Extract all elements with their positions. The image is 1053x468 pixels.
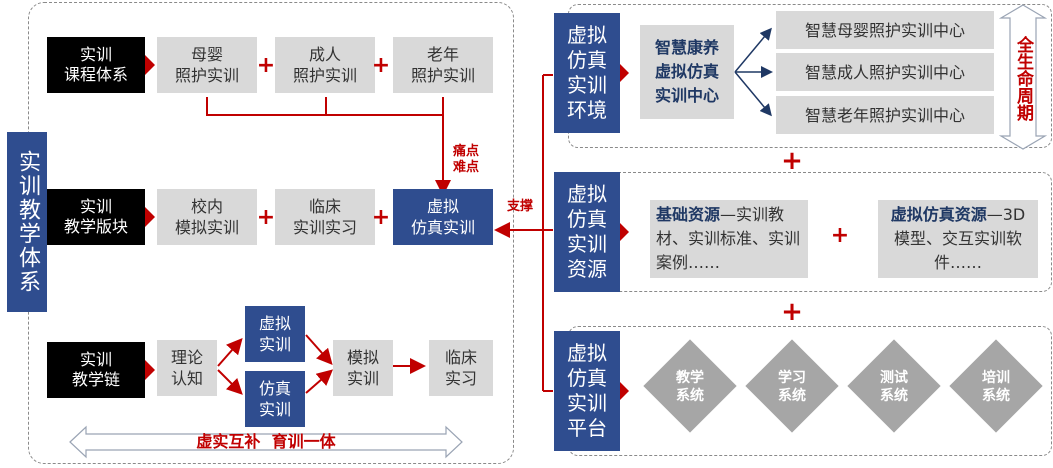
bottom-banner-text: 虚实互补 育训一体 — [196, 432, 336, 451]
env-center-maternal: 智慧母婴照护实训中心 — [776, 11, 994, 49]
plus-sign: + — [781, 146, 803, 176]
row2-label-text: 实训 教学版块 — [63, 197, 128, 236]
plat-label: 虚拟 仿真 实训 平台 — [554, 331, 629, 451]
row1-item-elderly: 老年 照护实训 — [393, 37, 493, 93]
res-basic-text: —实训教材、实训标准、实训案例…… — [656, 205, 801, 272]
res-virtual-title: 虚拟仿真资源 — [890, 205, 987, 224]
row1-item-adult: 成人 照护实训 — [275, 37, 375, 93]
support-label: 支撑 — [506, 199, 533, 214]
row2-target-virtual: 虚拟 仿真实训 — [393, 189, 493, 245]
plus-sign: + — [256, 205, 276, 230]
row1-label-text: 实训 课程体系 — [63, 45, 128, 84]
row3-label-text: 实训 教学链 — [71, 350, 120, 389]
plus-sign: + — [830, 223, 850, 248]
lifecycle-label: 全生命周期 — [1013, 35, 1033, 121]
row1-label: 实训 课程体系 — [47, 37, 145, 93]
row3-theory: 理论 认知 — [157, 340, 217, 396]
lifecycle-arrow-icon — [999, 4, 1047, 150]
pain-point-label: 痛点 难点 — [452, 144, 479, 175]
system-training-label: 培训 系统 — [982, 370, 1010, 404]
side-title: 实训教学体系 — [7, 132, 47, 312]
bottom-double-arrow — [69, 425, 463, 459]
row3-simulation: 仿真 实训 — [245, 371, 305, 427]
plat-label-text: 虚拟 仿真 实训 平台 — [567, 341, 607, 440]
env-label-text: 虚拟 仿真 实训 环境 — [567, 23, 607, 122]
plus-sign: + — [371, 205, 391, 230]
plus-sign: + — [371, 53, 391, 78]
env-center: 智慧康养 虚拟仿真 实训中心 — [640, 25, 734, 119]
row3-label: 实训 教学链 — [47, 342, 145, 398]
res-virtual-text: —3D模型、交互实训软件…… — [893, 205, 1026, 272]
row2-item-campus: 校内 模拟实训 — [157, 189, 257, 245]
res-basic-title: 基础资源 — [656, 205, 721, 224]
plus-sign: + — [781, 297, 803, 327]
env-arrow-icon — [620, 64, 629, 82]
row3-virtual: 虚拟 实训 — [245, 306, 305, 362]
row3-clinical: 临床 实习 — [429, 340, 493, 396]
left-connectors — [206, 97, 543, 395]
res-arrow-icon — [620, 223, 629, 241]
row2-item-clinical: 临床 实训实习 — [275, 189, 375, 245]
row2-label: 实训 教学版块 — [47, 189, 145, 245]
plat-arrow-icon — [620, 382, 629, 400]
env-center-elderly: 智慧老年照护实训中心 — [776, 96, 994, 134]
res-virtual-box: 虚拟仿真资源—3D模型、交互实训软件…… — [878, 200, 1038, 278]
row3-mock: 模拟 实训 — [333, 340, 393, 396]
res-basic-box: 基础资源—实训教材、实训标准、实训案例…… — [650, 200, 808, 278]
res-label: 虚拟 仿真 实训 资源 — [554, 172, 629, 292]
system-learning-label: 学习 系统 — [778, 370, 806, 404]
row1-item-maternal: 母婴 照护实训 — [157, 37, 257, 93]
system-testing-label: 测试 系统 — [880, 370, 908, 404]
res-label-text: 虚拟 仿真 实训 资源 — [567, 182, 607, 281]
env-center-adult: 智慧成人照护实训中心 — [776, 53, 994, 91]
system-teaching-label: 教学 系统 — [676, 370, 704, 404]
plus-sign: + — [256, 53, 276, 78]
env-label: 虚拟 仿真 实训 环境 — [554, 13, 629, 133]
